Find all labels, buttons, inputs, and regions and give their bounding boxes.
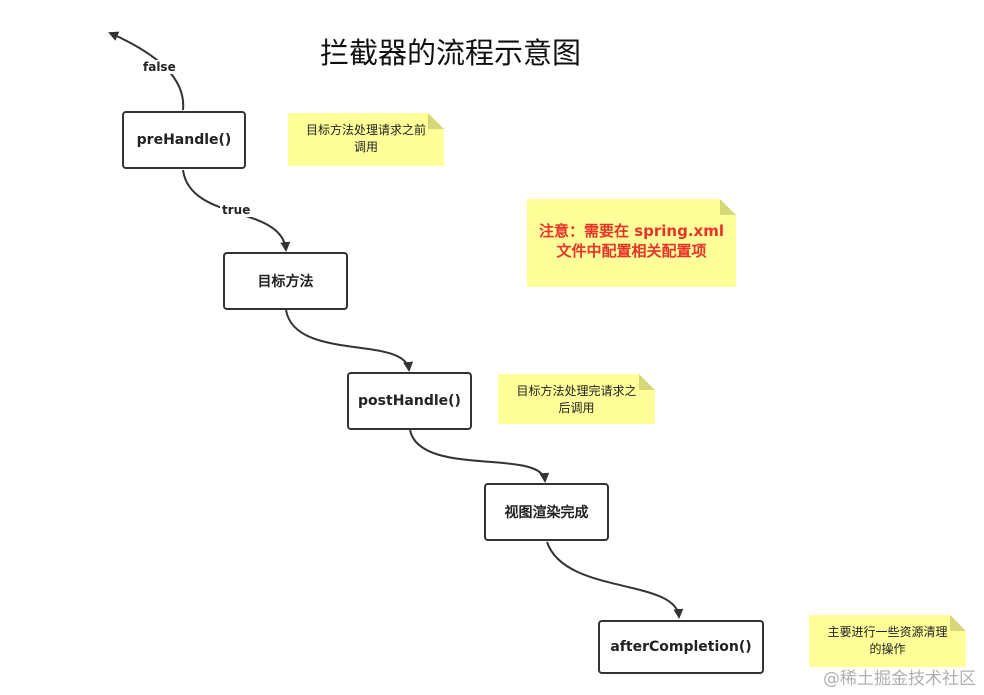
note-line: 注意：需要在 spring.xml xyxy=(539,222,724,240)
diagram-title: 拦截器的流程示意图 xyxy=(320,36,582,70)
note-line: 的操作 xyxy=(869,642,906,656)
note-line: 调用 xyxy=(353,140,378,154)
config-note: 注意：需要在 spring.xml 文件中配置相关配置项 xyxy=(527,199,736,287)
note-line: 目标方法处理请求之前 xyxy=(305,123,426,137)
connector-target-to-post xyxy=(285,309,414,372)
post-handle-note: 目标方法处理完请求之 后调用 xyxy=(498,374,655,424)
post-handle-node: postHandle() xyxy=(347,372,472,430)
connector-post-to-render xyxy=(409,429,550,483)
pre-handle-note: 目标方法处理请求之前 调用 xyxy=(288,113,444,166)
after-completion-note: 主要进行一些资源清理 的操作 xyxy=(809,615,966,667)
note-line: 文件中配置相关配置项 xyxy=(556,242,707,260)
edge-label-true: true xyxy=(220,203,253,217)
edge-label-false: false xyxy=(141,60,178,74)
watermark: @稀土掘金技术社区 xyxy=(823,669,976,689)
note-line: 主要进行一些资源清理 xyxy=(827,625,948,639)
connector-render-to-after xyxy=(546,541,684,619)
pre-handle-node: preHandle() xyxy=(122,111,246,169)
view-render-node: 视图渲染完成 xyxy=(484,483,609,541)
after-completion-node: afterCompletion() xyxy=(598,620,764,674)
note-line: 后调用 xyxy=(558,401,595,415)
target-method-node: 目标方法 xyxy=(223,252,348,310)
note-line: 目标方法处理完请求之 xyxy=(516,384,637,398)
